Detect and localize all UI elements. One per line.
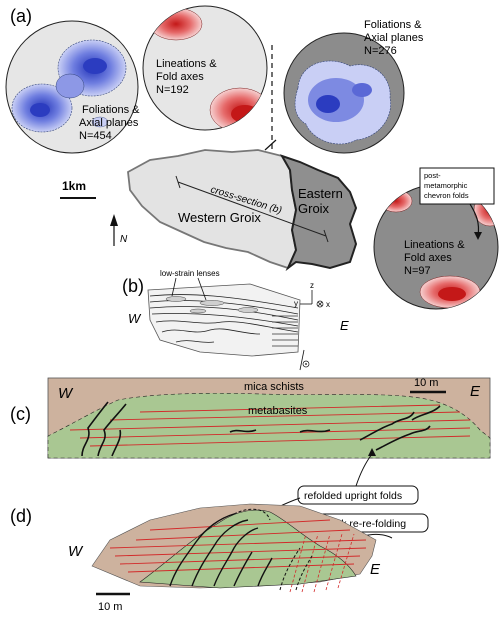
section-c-east: E — [470, 383, 481, 400]
xyz-axes-icon: z y x — [294, 281, 330, 309]
divider-tick — [264, 139, 277, 151]
eastern-groix-label-1: Eastern — [298, 186, 343, 201]
metabasites-label: metabasites — [248, 405, 308, 417]
section-d-west: W — [68, 543, 84, 560]
stereonet-east-foliations-title1: Foliations & — [364, 19, 422, 31]
axis-z-label: z — [310, 281, 314, 290]
callout-line1: post- — [424, 171, 441, 180]
stereonet-east-lineations-title1: Lineations & — [404, 239, 465, 251]
callout-line3: chevron folds — [424, 191, 469, 200]
cross-section-line — [177, 181, 327, 237]
section-b: low-strain lenses W E z y x — [128, 269, 349, 371]
section-d-fold-traces — [169, 513, 273, 587]
axis-y-label: y — [294, 299, 298, 308]
callout-line2: metamorphic — [424, 181, 468, 190]
stereonet-west-lineations-title1: Lineations & — [156, 58, 217, 70]
section-b-east: E — [340, 318, 349, 333]
mica-schists-label: mica schists — [244, 381, 304, 393]
panel-label-c: (c) — [10, 404, 31, 424]
stereonet-west-lineations: Lineations & Fold axes N=192 — [142, 5, 268, 131]
groix-map: cross-section (b) Western Groix Eastern … — [127, 149, 358, 272]
stereonet-west-foliations-title2: Axial planes — [79, 117, 139, 129]
stereonet-east-lineations-count: N=97 — [404, 265, 431, 277]
panel-label-a: (a) — [10, 6, 32, 26]
eastern-groix-label-2: Groix — [298, 201, 330, 216]
section-c-fold-traces — [81, 401, 441, 457]
stereonet-east-foliations-title2: Axial planes — [364, 32, 424, 44]
section-d-scale-label: 10 m — [98, 601, 122, 613]
map-scale-label: 1km — [62, 179, 86, 193]
stereonet-west-foliations-count: N=454 — [79, 130, 112, 142]
north-label: N — [120, 234, 128, 245]
panel-label-d: (d) — [10, 506, 32, 526]
section-c-west: W — [58, 385, 74, 402]
axis-x-label: x — [326, 300, 330, 309]
north-arrow-icon: N — [110, 214, 128, 246]
stereonet-west-foliations-title1: Foliations & — [82, 104, 140, 116]
panel-label-b: (b) — [122, 276, 144, 296]
stereonet-west-lineations-title2: Fold axes — [156, 71, 204, 83]
stereonet-west-lineations-count: N=192 — [156, 84, 189, 96]
stereonet-east-lineations-title2: Fold axes — [404, 252, 452, 264]
low-strain-lenses-label: low-strain lenses — [160, 269, 220, 278]
section-d-crossing-traces — [289, 533, 355, 593]
section-d: W E 10 m — [68, 503, 381, 613]
eastern-groix-land — [279, 154, 358, 272]
refolded-label: refolded upright folds — [304, 490, 402, 502]
refolded-callout: refolded upright folds — [266, 448, 419, 516]
section-d-dashed-folds — [233, 508, 313, 591]
chevron-callout: post- metamorphic chevron folds — [419, 167, 495, 240]
section-c-foliation-traces — [69, 404, 471, 447]
section-d-foliation-traces — [109, 519, 367, 573]
stereonet-east-foliations-count: N=276 — [364, 45, 397, 57]
section-d-metabasite-layer — [139, 509, 357, 589]
western-groix-label: Western Groix — [178, 210, 261, 225]
metabasite-layer — [47, 392, 491, 459]
stereonet-west-foliations: Foliations & Axial planes N=454 — [5, 20, 140, 154]
section-b-west: W — [128, 311, 142, 326]
section-c-scale-label: 10 m — [414, 377, 438, 389]
stereonet-east-foliations: Foliations & Axial planes N=276 — [283, 19, 424, 154]
section-d-east: E — [370, 561, 381, 578]
shear-sense-icon — [299, 349, 310, 371]
section-c: W E mica schists metabasites 10 m — [47, 377, 491, 459]
